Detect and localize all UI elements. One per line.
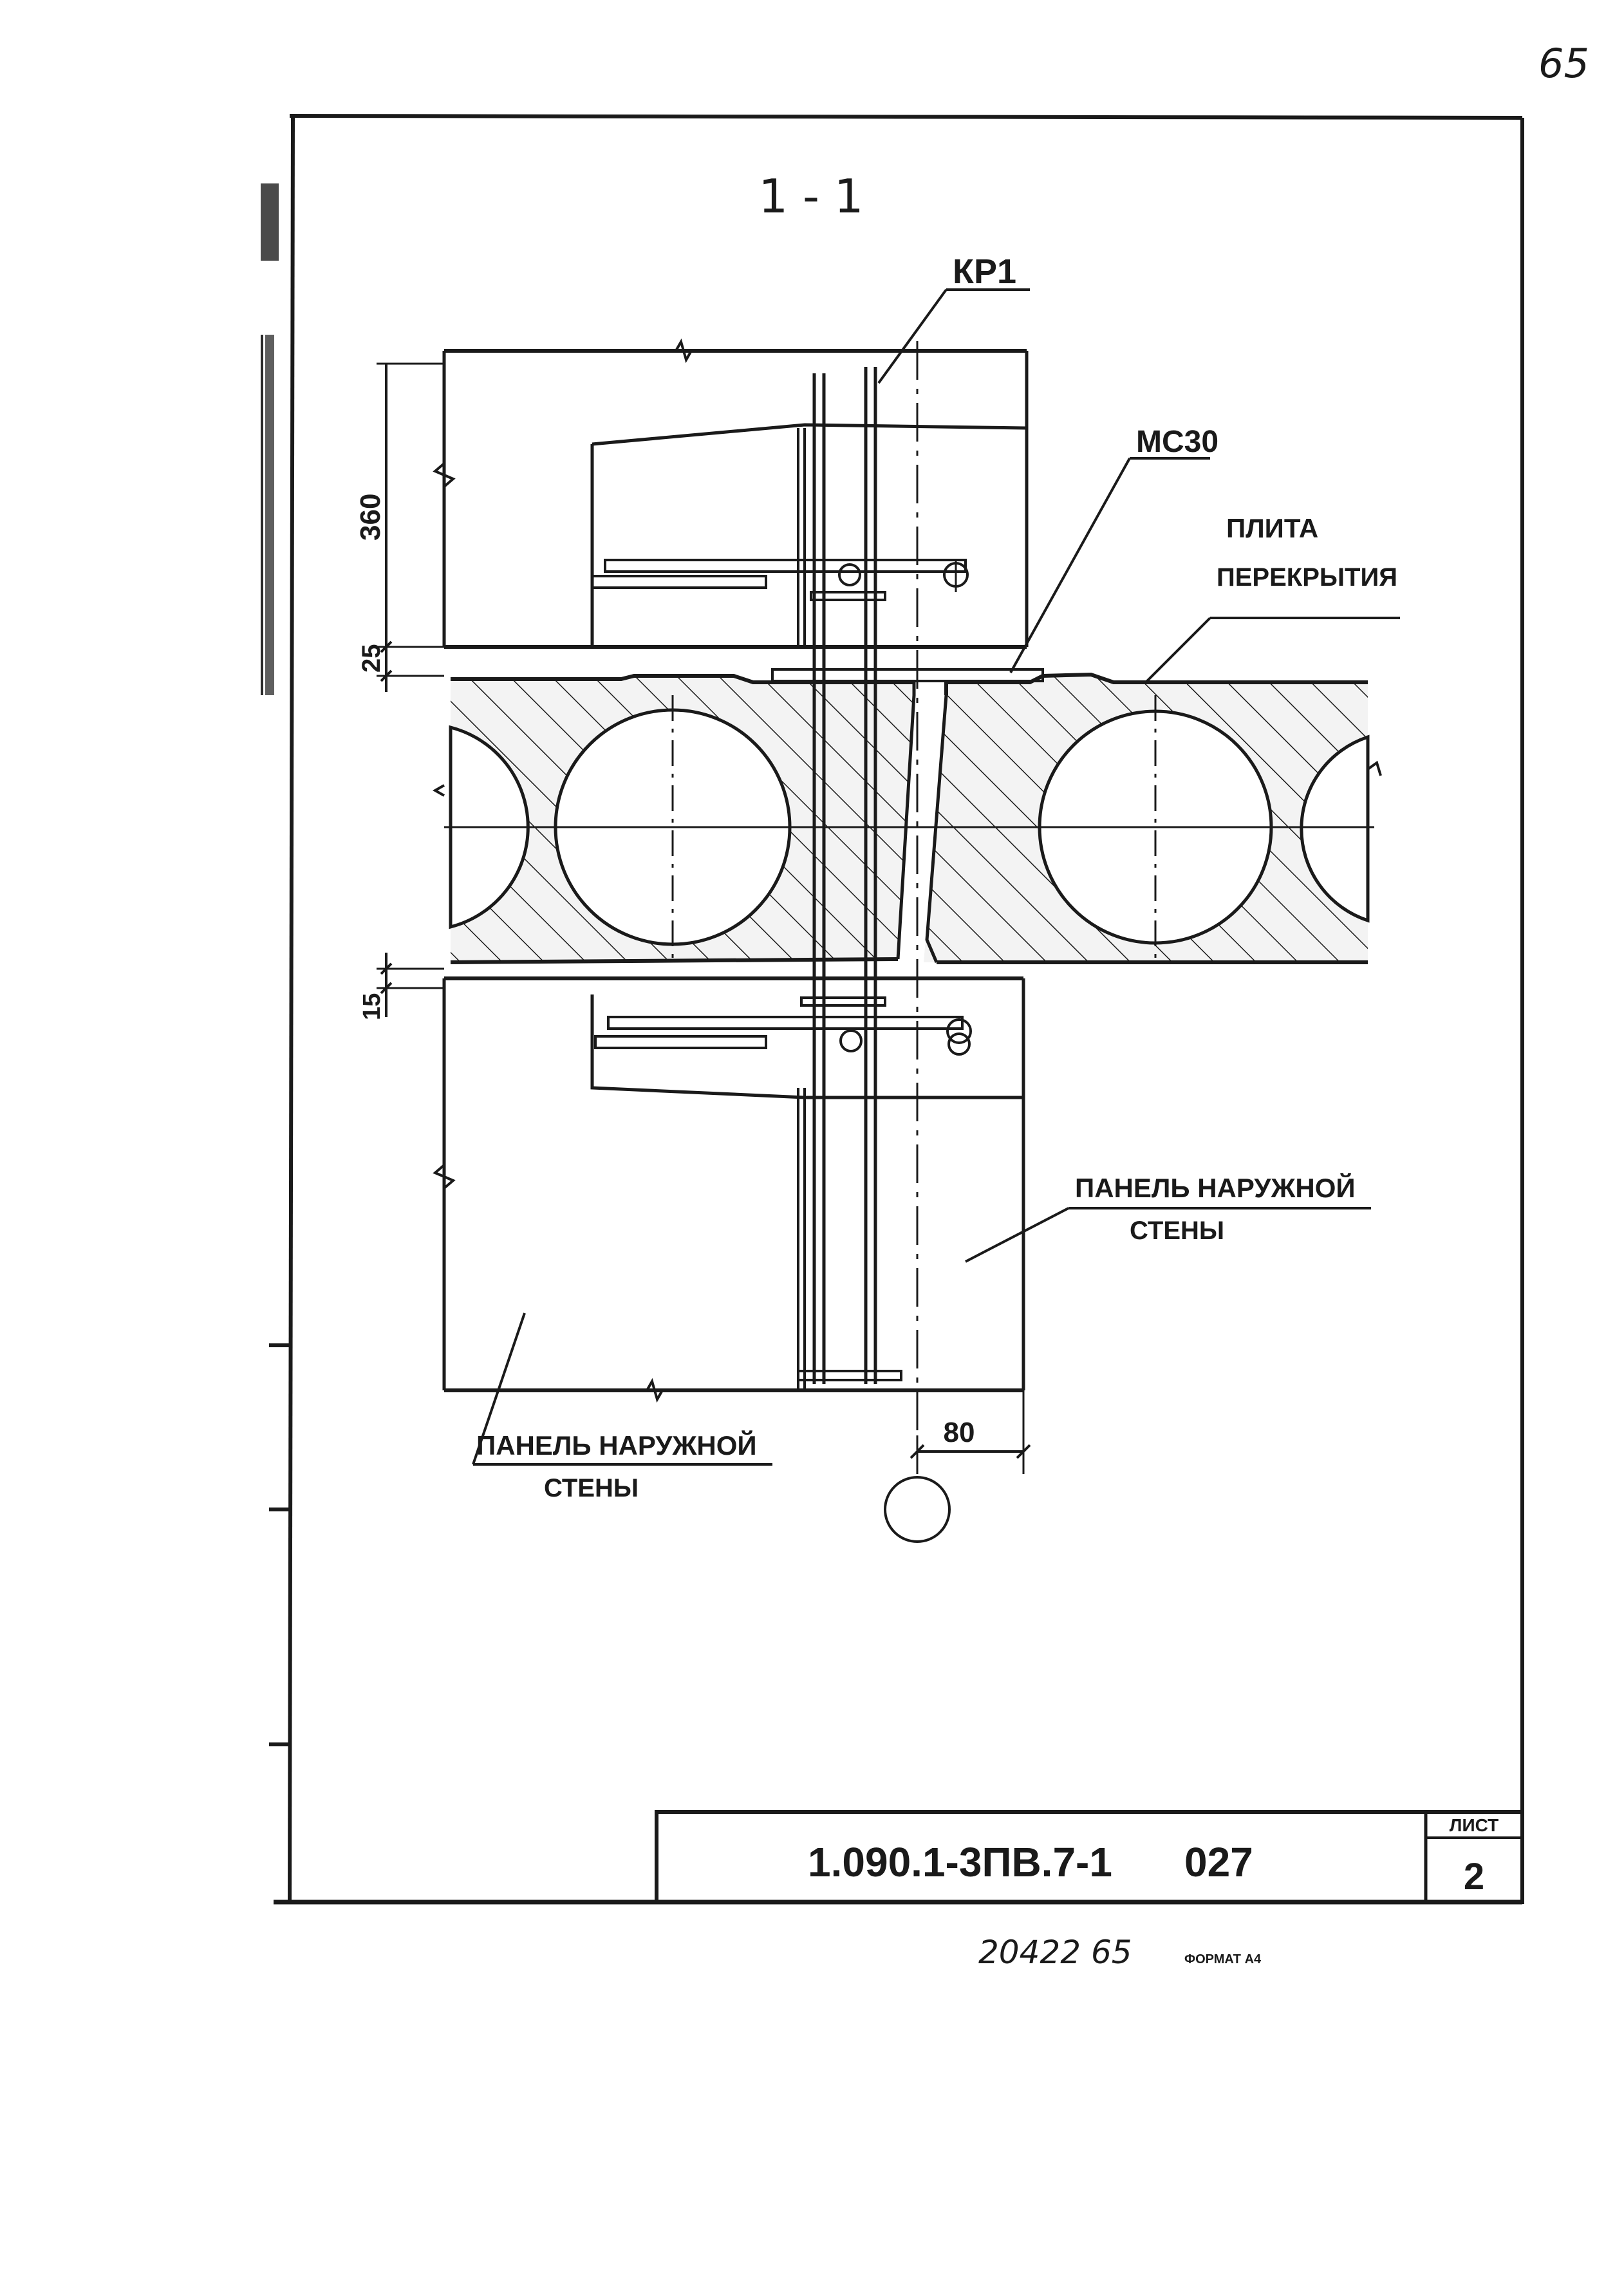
label-plate-line1: ПЛИТА	[1226, 513, 1318, 543]
stamp-sheet-number: 2	[1464, 1856, 1484, 1898]
stamp-designation: 1.090.1-3ПВ.7-1	[808, 1839, 1112, 1885]
label-panel-right-line1: ПАНЕЛЬ НАРУЖНОЙ	[1075, 1172, 1356, 1203]
axis-marker	[884, 341, 951, 1543]
dimension-80-line	[910, 1390, 1031, 1474]
label-ms30: МС30	[1136, 425, 1218, 459]
label-kr1: КР1	[953, 252, 1016, 291]
label-plate-line2: ПЕРЕКРЫТИЯ	[1217, 563, 1397, 592]
label-panel-left-line2: СТЕНЫ	[544, 1474, 639, 1502]
format-label: ФОРМАТ А4	[1184, 1952, 1262, 1966]
margin-stamp	[261, 183, 279, 695]
label-panel-left-line1: ПАНЕЛЬ НАРУЖНОЙ	[476, 1430, 757, 1461]
rebar-kr1	[812, 367, 877, 1384]
title-block	[655, 1810, 1524, 1904]
floor-slab	[432, 668, 1382, 964]
dimension-15: 15	[359, 993, 386, 1020]
upper-wall-panel	[433, 338, 1029, 649]
dimension-chain-left	[377, 362, 444, 1017]
label-panel-right-line2: СТЕНЫ	[1130, 1217, 1224, 1245]
leader-lines	[472, 288, 1400, 1466]
inventory-number: 20422 65	[978, 1934, 1132, 1971]
stamp-sheet-label: ЛИСТ	[1450, 1815, 1498, 1835]
stamp-code: 027	[1184, 1839, 1253, 1885]
section-title: 1 - 1	[758, 169, 863, 223]
dimension-360: 360	[355, 494, 386, 541]
dimension-80: 80	[944, 1417, 975, 1448]
dimension-25: 25	[357, 644, 386, 673]
frame	[269, 114, 1524, 1905]
handwritten-page-number: 65	[1538, 40, 1589, 87]
lower-wall-panel	[433, 976, 1025, 1403]
